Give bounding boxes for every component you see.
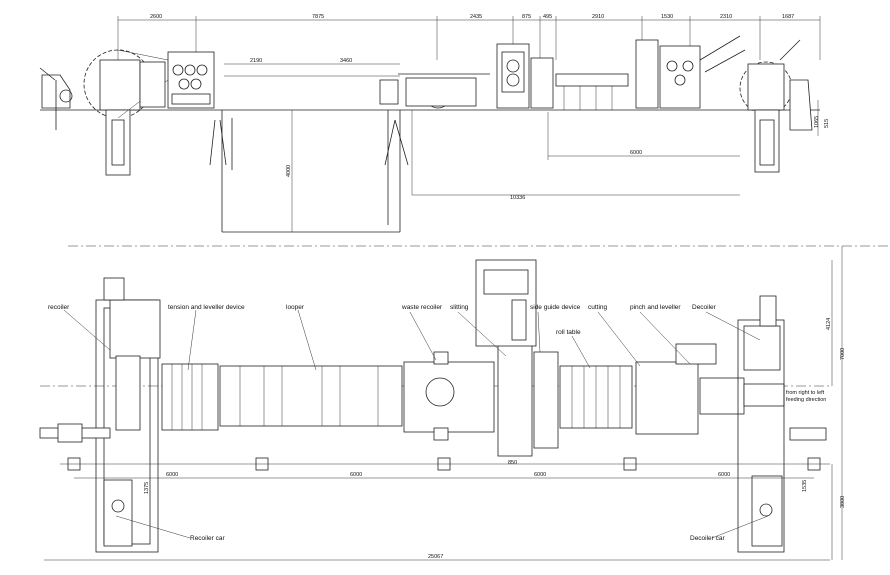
foundation-markers	[60, 457, 830, 471]
plan-slitter-width: 850	[508, 460, 517, 466]
dim-2310: 2310	[720, 14, 732, 20]
dim-1687: 1687	[782, 14, 794, 20]
label-looper: looper	[286, 304, 305, 311]
dim-1530: 1530	[661, 14, 673, 20]
dim-10336: 10336	[510, 195, 525, 201]
plan-span-3: 6000	[534, 472, 546, 478]
dim-2435: 2435	[470, 14, 482, 20]
plan-span-2: 6000	[350, 472, 362, 478]
dim-495: 495	[543, 14, 552, 20]
plan-slitter	[475, 259, 559, 457]
plan-roll-table	[559, 365, 633, 429]
label-decoiler: Decoiler	[692, 304, 717, 311]
elevation-recoiler	[39, 49, 169, 176]
plan-recoiler	[39, 277, 161, 553]
label-tension-leveller: tension and leveller device	[168, 304, 245, 311]
dim-3460: 3460	[340, 58, 352, 64]
plan-view: 6000 6000 6000 6000 25067 850 1375 1535 …	[39, 246, 846, 561]
elevation-waste-recoiler: 10336	[398, 73, 740, 201]
dim-7875: 7875	[312, 14, 324, 20]
direction-note-2: feeding direction	[786, 397, 826, 403]
elevation-looper-pit: 2190 3460 4000	[209, 58, 409, 233]
elevation-view: 2600 7875 2435 875 495 2910 1530 2310 16…	[39, 14, 830, 233]
plan-right-v1: 4124	[826, 318, 832, 330]
plan-car-right: 1535	[802, 480, 808, 492]
plan-car-left: 1375	[144, 482, 150, 494]
label-side-guide: side guide device	[530, 304, 581, 311]
plan-tension-leveller	[161, 363, 219, 431]
dim-4000: 4000	[286, 165, 292, 177]
plan-right-v2: 7000	[840, 348, 846, 360]
dim-1065: 1065	[814, 116, 820, 128]
plan-cutting-pinch	[635, 343, 785, 435]
plan-span-1: 6000	[166, 472, 178, 478]
elevation-tension-leveller	[167, 51, 215, 109]
plan-span-4: 6000	[718, 472, 730, 478]
label-pinch-leveller: pinch and leveller	[630, 304, 681, 311]
plan-looper	[219, 365, 403, 427]
dim-2190: 2190	[250, 58, 262, 64]
label-recoiler-car: Recoiler car	[190, 535, 226, 542]
plan-right-v3: 3800	[840, 496, 846, 508]
label-decoiler-car: Decoiler car	[690, 535, 726, 542]
dim-2600: 2600	[150, 14, 162, 20]
label-slitting: slitting	[450, 304, 469, 311]
plan-waste-recoiler	[403, 351, 495, 441]
label-cutting: cutting	[588, 304, 608, 311]
elevation-slitter	[496, 43, 554, 109]
label-waste-recoiler: waste recoiler	[401, 304, 443, 311]
plan-total: 25067	[428, 554, 443, 560]
dim-875: 875	[522, 14, 531, 20]
dim-515: 515	[824, 119, 830, 128]
elevation-roll-table: 6000	[547, 73, 740, 160]
plan-decoiler	[737, 295, 827, 553]
direction-note-1: from right to left	[786, 390, 825, 396]
elevation-cutting-pinch	[635, 35, 746, 109]
elevation-decoiler: 1065 515	[739, 39, 830, 173]
dim-2910: 2910	[592, 14, 604, 20]
label-recoiler: recoiler	[48, 304, 70, 311]
dim-6000-top: 6000	[630, 150, 642, 156]
label-roll-table: roll table	[556, 329, 581, 336]
